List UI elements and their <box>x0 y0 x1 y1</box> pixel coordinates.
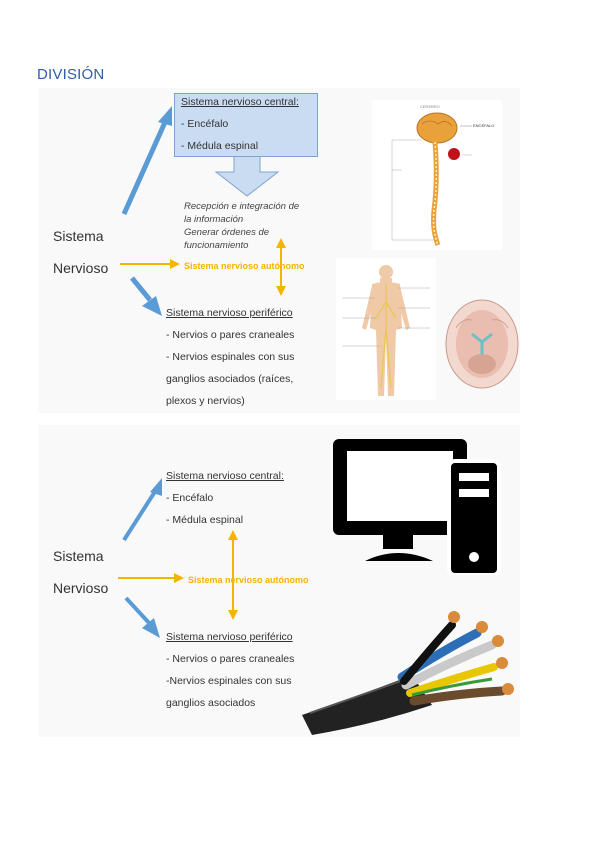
computer-icon <box>333 439 501 575</box>
peripheral-item: - Nervios o pares craneales <box>166 653 295 665</box>
system-word: Sistema <box>53 548 104 564</box>
peripheral-item: ganglios asociados (raíces, <box>166 373 294 385</box>
illustration-label: CEREBRO <box>420 104 440 109</box>
brain-spine-illustration: CEREBRO ENCÉFALO <box>372 100 502 250</box>
central-item: - Médula espinal <box>166 514 244 526</box>
autonomous-label-2: Sistema nervioso autónomo <box>188 575 309 585</box>
peripheral-list-2: Sistema nervioso periférico - Nervios o … <box>166 626 302 714</box>
central-item: - Encéfalo <box>166 492 214 504</box>
peripheral-title: Sistema nervioso periférico <box>166 307 293 319</box>
system-label-2: Sistema Nervioso <box>53 540 108 604</box>
system-word: Sistema <box>53 228 104 244</box>
body-nerves-illustration <box>336 258 436 400</box>
peripheral-item: - Nervios o pares craneales <box>166 329 295 341</box>
nervous-word: Nervioso <box>53 260 109 276</box>
note-line: Generar órdenes de <box>184 227 270 238</box>
note-line: funcionamiento <box>184 240 249 251</box>
autonomous-label: Sistema nervioso autónomo <box>184 261 305 271</box>
peripheral-item: - Nervios espinales con sus <box>166 351 295 363</box>
note-line: Recepción e integración de <box>184 201 300 212</box>
peripheral-title: Sistema nervioso periférico <box>166 631 293 643</box>
page-heading: DIVISIÓN <box>37 66 105 83</box>
nervous-word: Nervioso <box>53 580 109 596</box>
peripheral-list: Sistema nervioso periférico - Nervios o … <box>166 302 306 412</box>
central-title: Sistema nervioso central: <box>181 96 299 108</box>
note-line: la información <box>184 214 244 225</box>
central-item: - Encéfalo <box>181 118 229 130</box>
peripheral-item: ganglios asociados <box>166 697 256 709</box>
peripheral-item: plexos y nervios) <box>166 395 245 407</box>
peripheral-item: -Nervios espinales con sus <box>166 675 292 687</box>
illustration-label: ENCÉFALO <box>473 123 494 128</box>
central-list-2: Sistema nervioso central: - Encéfalo - M… <box>166 465 306 531</box>
cable-bundle-icon <box>302 611 514 735</box>
central-item: - Médula espinal <box>181 140 259 152</box>
central-nervous-box: Sistema nervioso central: - Encéfalo - M… <box>174 93 318 157</box>
system-label: Sistema Nervioso <box>53 220 108 284</box>
brain-base-illustration <box>445 299 519 389</box>
central-title: Sistema nervioso central: <box>166 470 284 482</box>
function-note: Recepción e integración de la informació… <box>184 200 324 252</box>
